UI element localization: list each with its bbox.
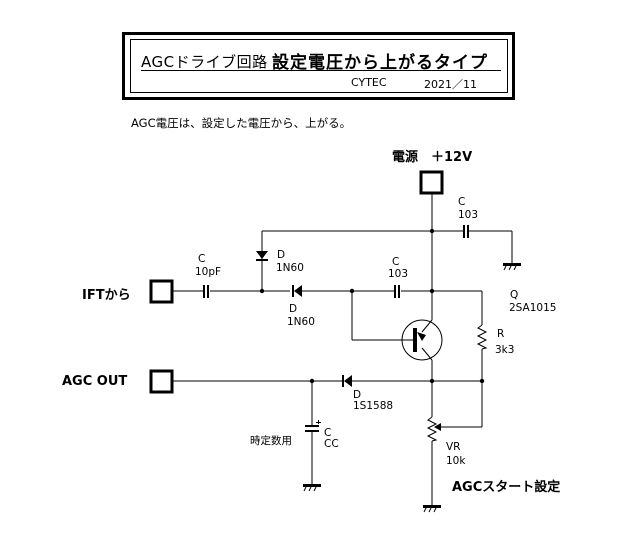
c-input-value: 10pF [195,266,222,278]
title-frame-outer [122,32,515,100]
r-ref: R [497,328,505,340]
d-top-value: 1N60 [276,262,304,274]
resistor-r [476,324,488,350]
title-sub: 設定電圧から上がるタイプ [272,53,488,73]
input-label: IFTから [82,288,131,303]
output-label: AGC OUT [62,374,128,389]
ground-symbol [423,505,441,508]
title-frame-inner [130,39,508,93]
diode-series [294,285,302,297]
c-mid-value: 103 [388,268,409,280]
output-terminal [149,369,174,394]
transistor-collector [421,319,433,333]
cap-time-plate [305,430,319,432]
vr-wiper [434,423,441,431]
c-mid-ref: C [392,256,400,268]
cap-bypass-plate [467,225,469,238]
cap-input-plate [203,285,205,298]
input-terminal [149,279,174,304]
c-time-value: CC [324,438,339,450]
diode-out [344,375,352,387]
c-bypass-value: 103 [458,209,479,221]
cap-mid-plate [394,285,396,298]
q-value: 2SA1015 [509,302,557,314]
c-time-note: 時定数用 [250,435,292,447]
vr-value: 10k [446,455,466,467]
q-ref: Q [510,289,519,301]
d-out-ref: D [353,389,362,401]
c-bypass-ref: C [458,196,466,208]
description: AGC電圧は、設定した電圧から、上がる。 [131,116,352,130]
title-main: AGCドライブ回路 [141,53,268,71]
r-value: 3k3 [495,344,515,356]
c-time-ref: C [324,427,332,439]
vr-note: AGCスタート設定 [452,480,561,495]
diode-top [256,251,268,259]
power-label: 電源 ＋12V [392,150,473,165]
d-series-ref: D [289,303,298,315]
transistor-arrow [417,332,426,341]
d-series-value: 1N60 [287,316,315,328]
cap-input-plate [207,285,209,298]
vr-ref: VR [446,441,461,453]
title-date: 2021／11 [424,78,477,91]
d-top-ref: D [277,249,286,261]
cap-time-plate [305,425,319,427]
transistor-emitter [421,347,433,361]
ground-symbol [503,263,521,266]
resistor-vr [426,416,438,442]
c-input-ref: C [198,253,206,265]
cap-mid-plate [398,285,400,298]
d-out-value: 1S1588 [353,400,394,412]
title-author: CYTEC [351,76,387,89]
title-underline [141,70,501,71]
cap-bypass-plate [463,225,465,238]
ground-symbol [303,484,321,487]
power-terminal [419,170,444,195]
